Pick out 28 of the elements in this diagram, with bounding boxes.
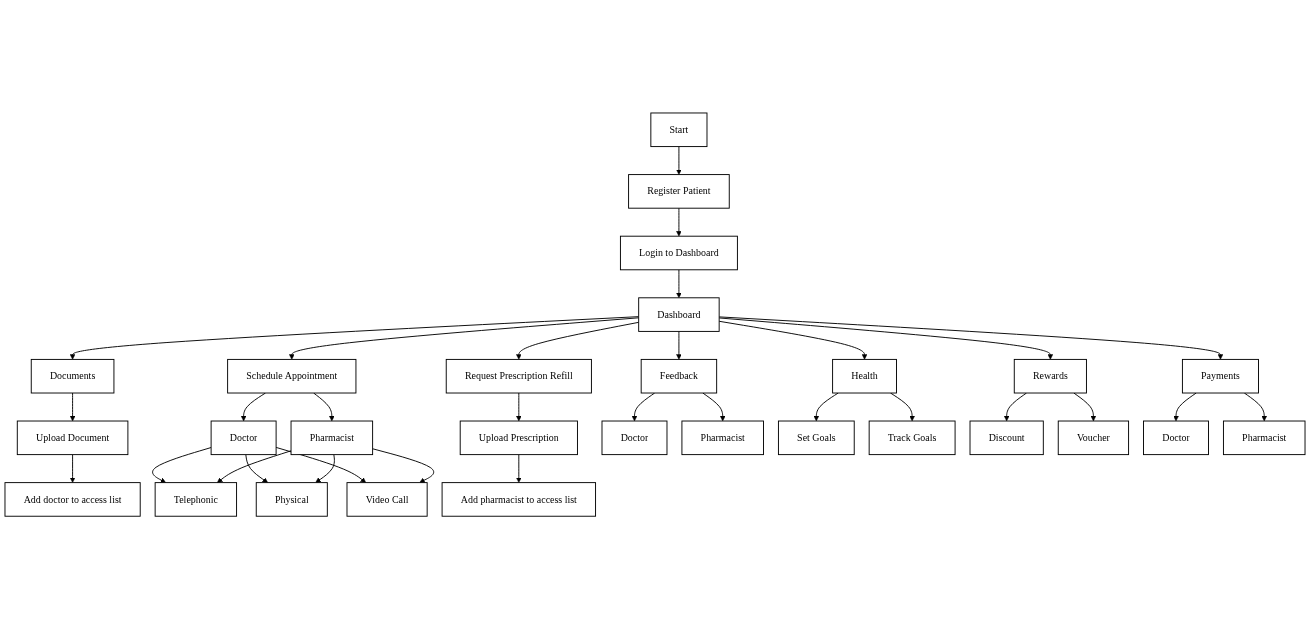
node-box: Doctor bbox=[601, 420, 668, 456]
node-box: Start bbox=[650, 112, 708, 148]
node-box: Payments bbox=[1181, 359, 1259, 394]
node-box: Feedback bbox=[640, 359, 718, 394]
node-box: Physical bbox=[255, 482, 328, 518]
node-box: Doctor bbox=[1143, 420, 1209, 456]
node-box: Upload Document bbox=[16, 420, 129, 456]
node-box: Login to Dashboard bbox=[619, 236, 738, 271]
node-box: Track Goals bbox=[868, 420, 956, 456]
node-box: Pharmacist bbox=[1222, 420, 1306, 456]
node-box: Pharmacist bbox=[290, 420, 374, 456]
node-box: Voucher bbox=[1057, 420, 1130, 456]
node-box: Request Prescription Refill bbox=[445, 359, 592, 394]
node-box: Doctor bbox=[210, 420, 277, 456]
node-box: Video Call bbox=[346, 482, 428, 518]
node-box: Documents bbox=[30, 359, 115, 394]
node-box: Telephonic bbox=[154, 482, 238, 518]
node-box: Schedule Appointment bbox=[227, 359, 357, 394]
node-box: Upload Prescription bbox=[459, 420, 578, 456]
node-box: Register Patient bbox=[628, 174, 730, 210]
node-box: Pharmacist bbox=[681, 420, 764, 456]
node-box: Dashboard bbox=[638, 297, 720, 333]
node-box: Rewards bbox=[1013, 359, 1087, 394]
node-box: Health bbox=[832, 359, 897, 394]
node-box: Discount bbox=[969, 420, 1044, 456]
node-box: Set Goals bbox=[777, 420, 855, 456]
node-box: Add pharmacist to access list bbox=[441, 482, 597, 518]
node-box: Add doctor to access list bbox=[4, 482, 141, 518]
